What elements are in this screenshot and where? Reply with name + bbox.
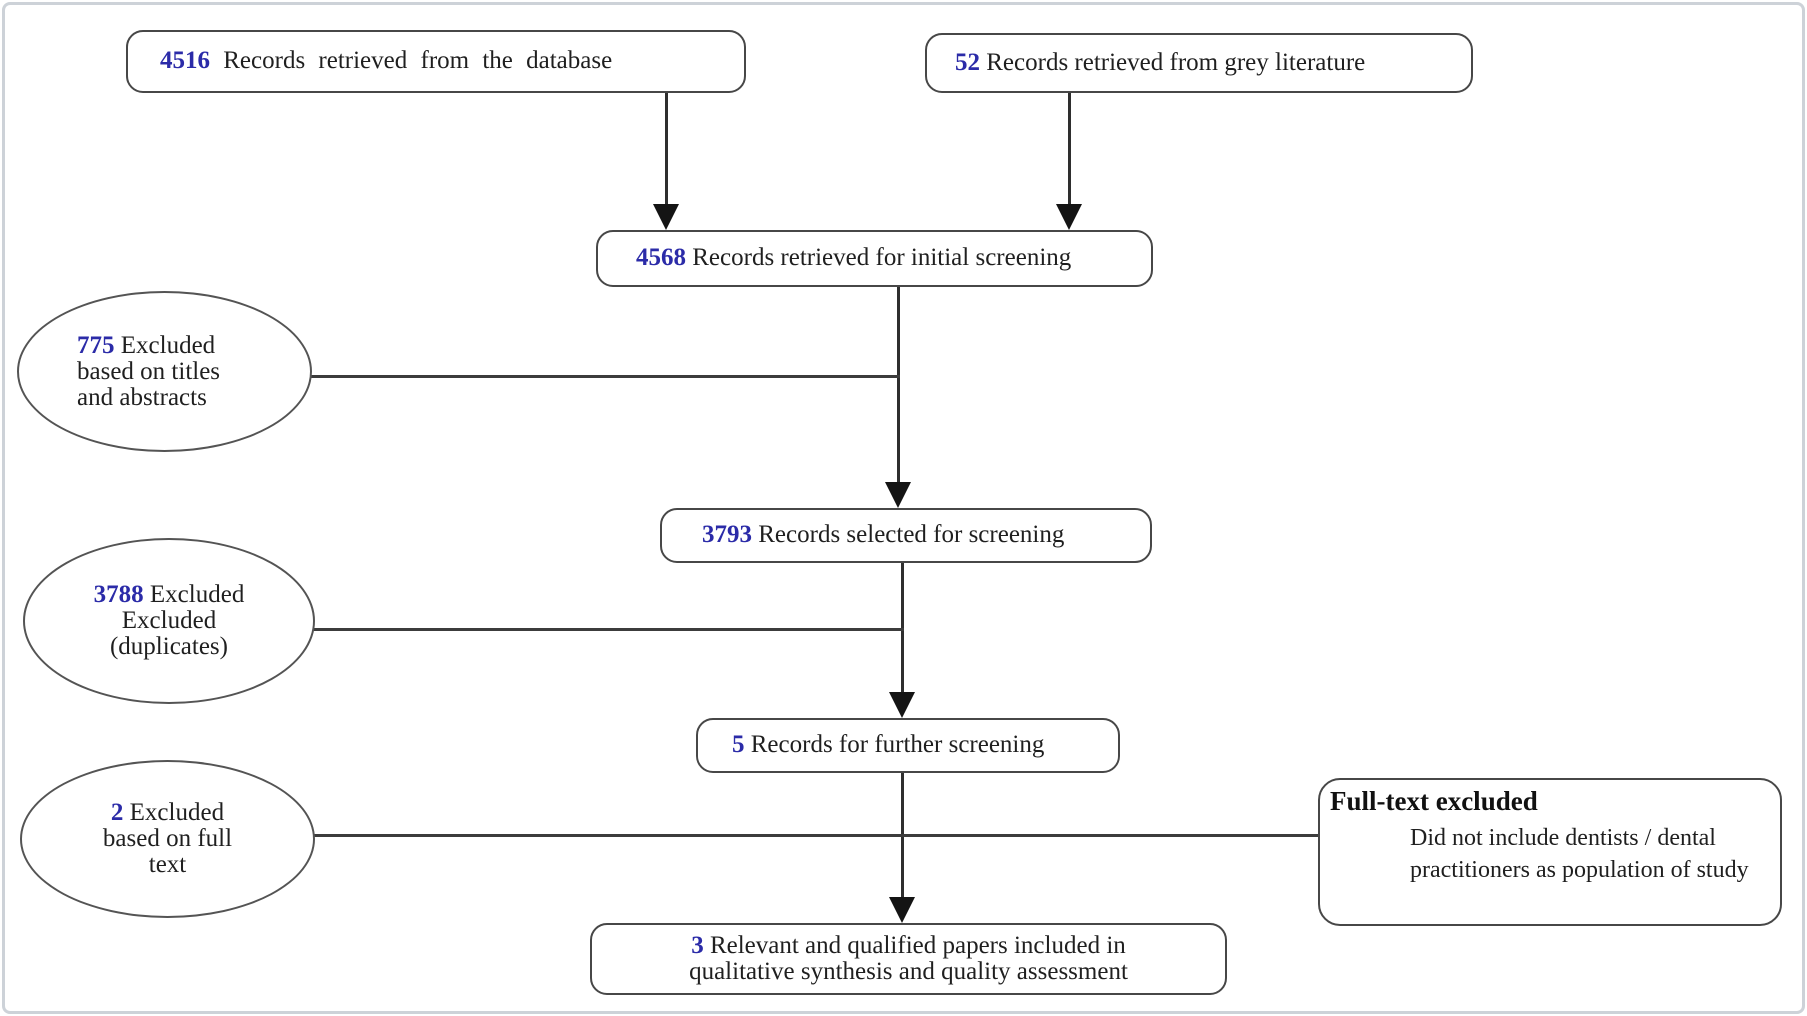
- arrowhead-initial-to-selected: [885, 482, 911, 508]
- included-line2: qualitative synthesis and quality assess…: [689, 958, 1128, 985]
- initial-label: Records retrieved for initial screening: [692, 244, 1072, 272]
- arrowhead-selected-to-further: [889, 692, 915, 718]
- initial-count: 4568: [636, 244, 686, 272]
- node-excluded-duplicates: 3788 Excluded Excluded (duplicates): [23, 538, 315, 704]
- arrowhead-grey-to-initial: [1056, 204, 1082, 230]
- selected-count: 3793: [702, 521, 752, 549]
- selected-label: Records selected for screening: [758, 521, 1065, 549]
- node-excluded-fulltext: 2 Excluded based on full text: [20, 760, 315, 918]
- database-label: Records retrieved from the database: [223, 47, 613, 75]
- connector-initial-to-selected: [897, 287, 900, 483]
- node-included-papers: 3 Relevant and qualified papers included…: [590, 923, 1227, 995]
- database-count: 4516: [160, 47, 210, 75]
- excluded-duplicates-count: 3788: [93, 581, 144, 608]
- node-initial-screening: 4568 Records retrieved for initial scree…: [596, 230, 1153, 287]
- fulltext-exclusion-title: Full-text excluded: [1330, 786, 1538, 816]
- connector-fulltext-exclusion: [310, 834, 1320, 837]
- excluded-fulltext-word: Excluded: [129, 799, 225, 826]
- grey-count: 52: [955, 48, 980, 76]
- connector-grey-to-initial: [1068, 93, 1071, 206]
- fulltext-exclusion-body: Did not include dentists / dental practi…: [1410, 825, 1749, 883]
- node-grey-literature-records: 52 Records retrieved from grey literatur…: [925, 33, 1473, 93]
- grey-label: Records retrieved from grey literature: [986, 48, 1366, 76]
- excluded-fulltext-line3: text: [148, 851, 187, 878]
- excluded-titles-line2: based on titles: [77, 357, 221, 385]
- node-selected-screening: 3793 Records selected for screening: [660, 508, 1152, 563]
- excluded-duplicates-line3: (duplicates): [109, 633, 228, 660]
- excluded-titles-count: 775: [77, 331, 115, 359]
- arrowhead-database-to-initial: [653, 204, 679, 230]
- node-database-records: 4516 Records retrieved from the database: [126, 30, 746, 93]
- further-label: Records for further screening: [750, 731, 1045, 759]
- included-count: 3: [691, 931, 704, 959]
- connector-titles-exclusion: [308, 375, 900, 378]
- excluded-titles-word: Excluded: [120, 331, 216, 359]
- arrowhead-further-to-included: [889, 897, 915, 923]
- excluded-duplicates-line2: Excluded: [121, 607, 217, 634]
- excluded-fulltext-count: 2: [110, 799, 124, 826]
- node-excluded-titles-abstracts: 775 Excluded based on titles and abstrac…: [17, 291, 312, 452]
- node-further-screening: 5 Records for further screening: [696, 718, 1120, 773]
- excluded-fulltext-line2: based on full: [102, 825, 233, 852]
- further-count: 5: [732, 731, 745, 759]
- node-fulltext-exclusion-reason: Full-text excluded Did not include denti…: [1318, 778, 1782, 926]
- connector-duplicates-exclusion: [310, 628, 904, 631]
- excluded-duplicates-word: Excluded: [149, 581, 245, 608]
- connector-database-to-initial: [665, 93, 668, 206]
- excluded-titles-line3: and abstracts: [77, 383, 207, 411]
- included-line1: Relevant and qualified papers included i…: [709, 931, 1126, 959]
